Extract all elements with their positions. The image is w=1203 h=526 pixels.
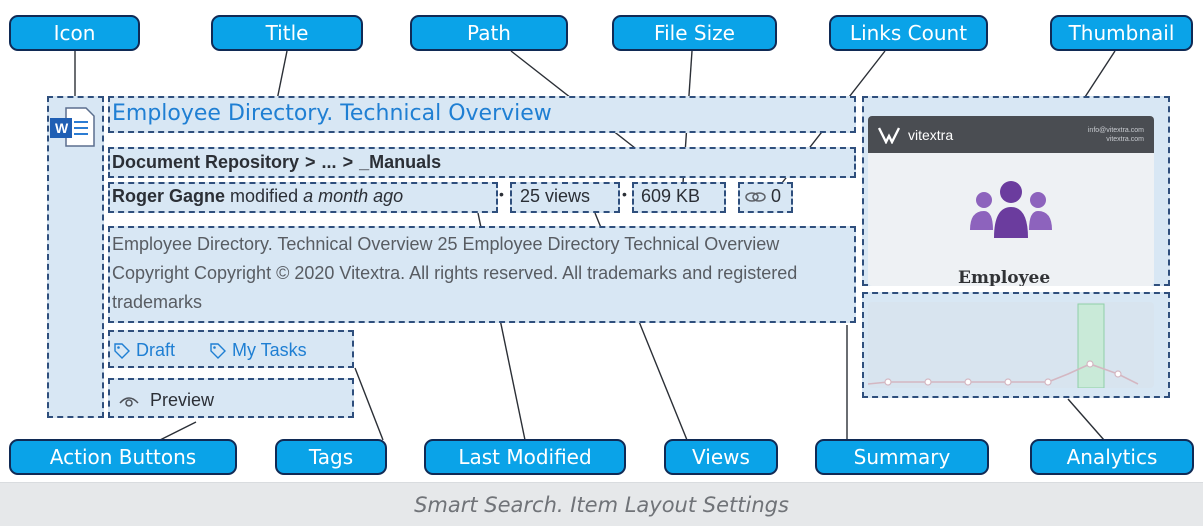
modified-when: a month ago bbox=[303, 186, 404, 206]
tag-label: Draft bbox=[136, 340, 176, 360]
path-root-link[interactable]: Document Repository bbox=[112, 152, 300, 172]
thumbnail-header: vitextra info@vitextra.com vitextra.com bbox=[868, 116, 1154, 153]
callout-summary: Summary bbox=[815, 439, 989, 475]
word-document-icon[interactable]: W bbox=[48, 104, 96, 150]
thumbnail-contact: info@vitextra.com bbox=[1087, 126, 1144, 134]
views-count: 25 views bbox=[520, 186, 591, 206]
preview-label: Preview bbox=[150, 390, 215, 410]
file-size: 609 KB bbox=[641, 186, 701, 206]
link-icon bbox=[745, 191, 766, 202]
callout-thumbnail: Thumbnail bbox=[1050, 15, 1193, 51]
tag-icon bbox=[114, 342, 130, 359]
modified-by: Roger Gagne bbox=[112, 186, 226, 206]
tag-icon bbox=[210, 342, 226, 359]
callout-path: Path bbox=[410, 15, 568, 51]
thumbnail-word: Employee bbox=[958, 268, 1051, 286]
modified-word: modified bbox=[230, 186, 299, 206]
word-icon-letter: W bbox=[55, 120, 69, 136]
meta-dot: • bbox=[622, 186, 627, 202]
meta-dot: • bbox=[499, 186, 504, 202]
links-count-value: 0 bbox=[771, 186, 782, 206]
thumbnail-brand: vitextra bbox=[908, 126, 954, 143]
tag-my-tasks[interactable]: My Tasks bbox=[208, 340, 307, 361]
title-region bbox=[108, 96, 856, 133]
tags-region bbox=[108, 330, 354, 368]
item-title-link[interactable]: Employee Directory. Technical Overview bbox=[112, 101, 552, 126]
callout-last-modified: Last Modified bbox=[424, 439, 626, 475]
callout-icon: Icon bbox=[9, 15, 140, 51]
last-modified: Roger Gagne modified a month ago bbox=[112, 186, 403, 207]
path-separator: > bbox=[305, 152, 316, 172]
layout-diagram: W Employee Directory. Technical Overview… bbox=[0, 15, 1203, 483]
callout-action-buttons: Action Buttons bbox=[9, 439, 237, 475]
path-leaf-link[interactable]: _Manuals bbox=[359, 152, 442, 172]
path-region bbox=[108, 147, 856, 178]
last-modified-region bbox=[108, 182, 498, 213]
action-buttons-region bbox=[108, 378, 354, 418]
thumbnail-site: vitextra.com bbox=[1106, 135, 1144, 143]
vitextra-logo-icon bbox=[878, 126, 900, 144]
callout-file-size: File Size bbox=[612, 15, 777, 51]
callout-title: Title bbox=[211, 15, 363, 51]
analytics-chart[interactable] bbox=[867, 302, 1154, 389]
path-separator: > bbox=[342, 152, 354, 172]
tag-draft[interactable]: Draft bbox=[112, 340, 175, 361]
item-summary: Employee Directory. Technical Overview 2… bbox=[112, 234, 798, 312]
callout-links-count: Links Count bbox=[829, 15, 988, 51]
views-region bbox=[510, 182, 620, 213]
item-path: Document Repository > ... > _Manuals bbox=[112, 152, 441, 173]
icon-region bbox=[47, 96, 104, 418]
file-size-region bbox=[632, 182, 726, 213]
caption-bar: Smart Search. Item Layout Settings bbox=[0, 483, 1203, 526]
analytics-sparkline bbox=[867, 303, 1139, 389]
figure-caption: Smart Search. Item Layout Settings bbox=[414, 492, 789, 517]
eye-icon bbox=[119, 396, 139, 407]
thumbnail-contact-block: info@vitextra.com vitextra.com bbox=[1088, 126, 1144, 144]
tag-label: My Tasks bbox=[232, 340, 307, 360]
callout-views: Views bbox=[664, 439, 778, 475]
path-ellipsis[interactable]: ... bbox=[321, 152, 337, 172]
users-icon bbox=[970, 181, 1052, 238]
links-count[interactable]: 0 bbox=[744, 186, 781, 207]
preview-button[interactable]: Preview bbox=[118, 390, 214, 411]
analytics-bar bbox=[1077, 303, 1105, 389]
thumbnail-image[interactable]: vitextra info@vitextra.com vitextra.com … bbox=[868, 116, 1154, 286]
callout-analytics: Analytics bbox=[1030, 439, 1194, 475]
summary-region bbox=[108, 226, 856, 323]
callout-tags: Tags bbox=[275, 439, 387, 475]
